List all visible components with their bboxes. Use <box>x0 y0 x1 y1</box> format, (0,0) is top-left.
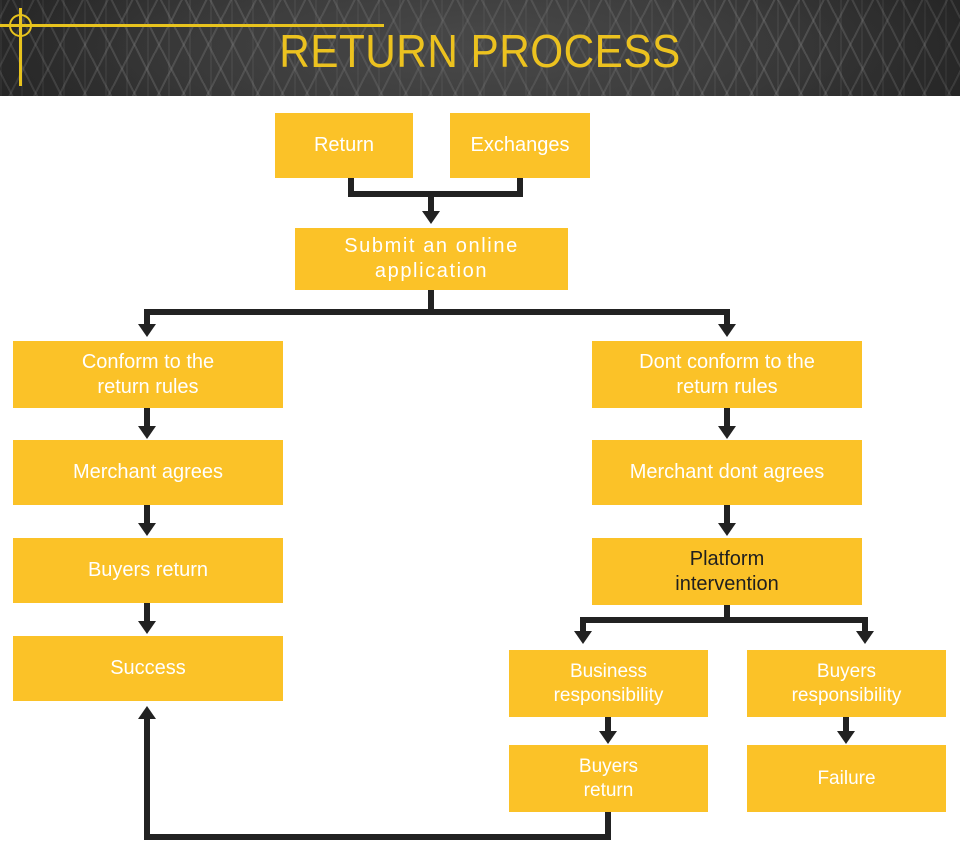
edge-merchant-dont-agrees-to-platform <box>724 505 730 525</box>
arrowhead-to-buyers-responsibility <box>856 631 874 644</box>
node-merchant-agrees[interactable]: Merchant agrees <box>13 440 283 505</box>
edge-buyers-return-to-success <box>144 603 150 623</box>
page-header: RETURN PROCESS <box>0 0 960 96</box>
node-business-responsibility[interactable]: Business responsibility <box>509 650 708 717</box>
arrowhead-to-failure <box>837 731 855 744</box>
header-vignette <box>0 0 960 96</box>
edge-feedback-down <box>605 812 611 840</box>
edge-platform-down <box>724 605 730 623</box>
node-platform-intervention[interactable]: Platform intervention <box>592 538 862 605</box>
edge-merge-bar-top <box>348 191 523 197</box>
edge-split-left-drop <box>144 309 150 326</box>
arrowhead-to-buyers-return-bottom <box>599 731 617 744</box>
edge-return-to-merge <box>348 178 354 195</box>
arrowhead-to-buyers-return-left <box>138 523 156 536</box>
arrowhead-to-submit <box>422 211 440 224</box>
decorative-circle-icon <box>9 14 32 37</box>
arrowhead-to-success <box>138 621 156 634</box>
arrowhead-to-platform <box>718 523 736 536</box>
node-success[interactable]: Success <box>13 636 283 701</box>
edge-dont-conform-to-merchant-dont-agrees <box>724 408 730 428</box>
edge-submit-down <box>428 290 434 315</box>
arrowhead-to-merchant-agrees <box>138 426 156 439</box>
node-merchant-dont-agrees[interactable]: Merchant dont agrees <box>592 440 862 505</box>
node-buyers-responsibility[interactable]: Buyers responsibility <box>747 650 946 717</box>
edge-merge-to-submit <box>428 191 434 213</box>
decorative-vertical-line <box>19 8 22 86</box>
edge-feedback-up <box>144 718 150 840</box>
arrowhead-to-dont-conform <box>718 324 736 337</box>
page-title: RETURN PROCESS <box>279 25 681 77</box>
decorative-horizontal-line <box>0 24 384 27</box>
arrowhead-to-business-responsibility <box>574 631 592 644</box>
edge-business-to-buyers-return <box>605 717 611 733</box>
node-dont-conform-to-return-rules[interactable]: Dont conform to the return rules <box>592 341 862 408</box>
edge-split-right-drop <box>724 309 730 326</box>
edge-platform-split-right-drop <box>862 617 868 633</box>
edge-merchant-agrees-to-buyers-return <box>144 505 150 525</box>
edge-exchanges-to-merge <box>517 178 523 195</box>
edge-platform-split-bar <box>580 617 868 623</box>
node-conform-to-return-rules[interactable]: Conform to the return rules <box>13 341 283 408</box>
arrowhead-feedback-to-success <box>138 706 156 719</box>
node-buyers-return-bottom[interactable]: Buyers return <box>509 745 708 812</box>
node-submit-application[interactable]: Submit an online application <box>295 228 568 290</box>
node-exchanges[interactable]: Exchanges <box>450 113 590 178</box>
edge-feedback-bar <box>144 834 611 840</box>
edge-buyers-resp-to-failure <box>843 717 849 733</box>
node-failure[interactable]: Failure <box>747 745 946 812</box>
arrowhead-to-conform <box>138 324 156 337</box>
arrowhead-to-merchant-dont-agrees <box>718 426 736 439</box>
edge-split-bar <box>144 309 730 315</box>
edge-platform-split-left-drop <box>580 617 586 633</box>
node-return[interactable]: Return <box>275 113 413 178</box>
node-buyers-return-left[interactable]: Buyers return <box>13 538 283 603</box>
edge-conform-to-merchant-agrees <box>144 408 150 428</box>
